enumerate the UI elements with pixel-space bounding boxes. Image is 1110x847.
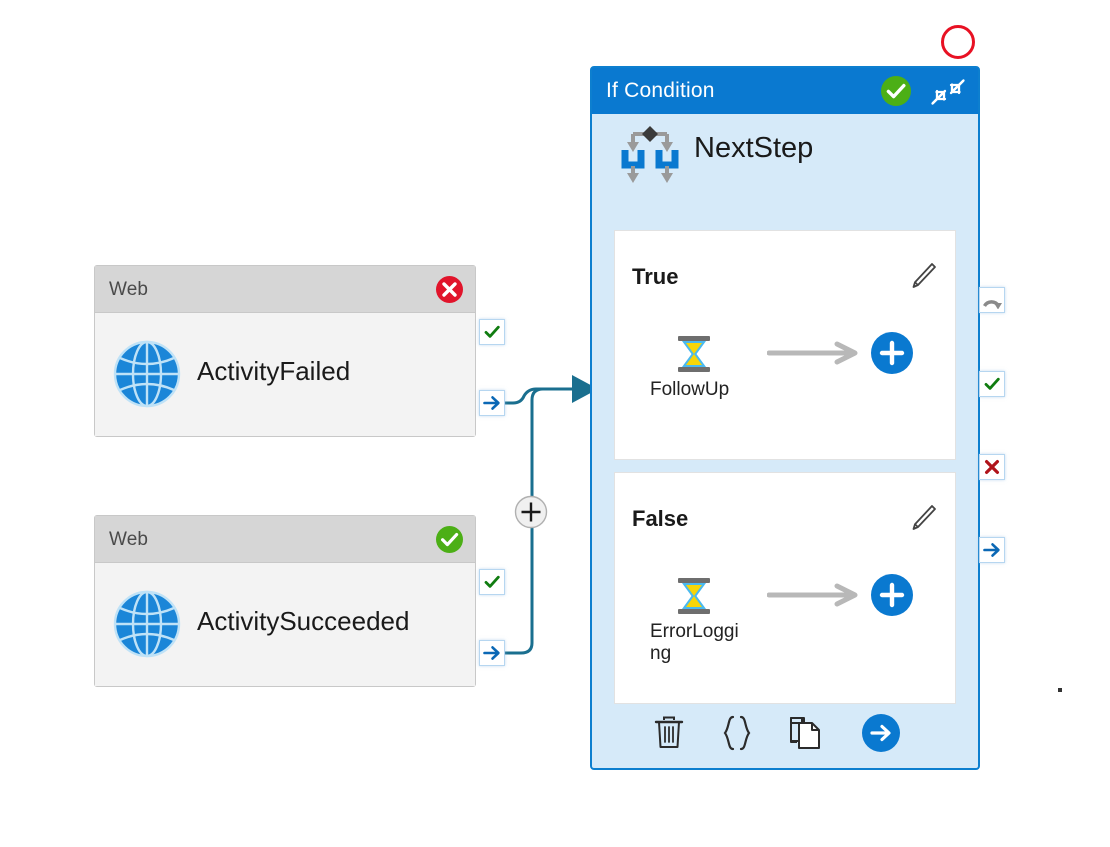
port-on-completion-if-condition[interactable] — [979, 537, 1005, 563]
activity-card-header: Web — [95, 516, 475, 563]
if-condition-card[interactable]: If Condition — [590, 66, 980, 770]
arrow-right-circle-icon — [862, 714, 900, 752]
check-icon — [484, 325, 500, 338]
success-circle-icon — [435, 525, 464, 554]
branch-false[interactable]: False ErrorLogging — [614, 472, 956, 704]
if-condition-header: If Condition — [592, 68, 978, 114]
plus-circle-icon[interactable] — [870, 331, 914, 375]
globe-icon — [112, 339, 182, 409]
port-on-completion-activity-succeeded[interactable] — [479, 640, 505, 666]
success-circle-icon — [880, 75, 912, 107]
branch-split-icon — [617, 120, 683, 186]
port-on-completion-activity-failed[interactable] — [479, 390, 505, 416]
trash-icon — [654, 716, 684, 748]
hourglass-icon — [673, 333, 715, 375]
branch-step-label: ErrorLogging — [650, 621, 739, 665]
port-on-skip-if-condition[interactable] — [979, 287, 1005, 313]
arrow-right-long-icon — [766, 341, 859, 365]
globe-icon — [112, 589, 182, 659]
delete-button[interactable] — [648, 712, 690, 754]
braces-icon — [723, 715, 751, 751]
activity-card-activity-succeeded[interactable]: Web — [94, 515, 476, 687]
dot-marker — [1058, 688, 1062, 692]
red-circle-marker — [941, 25, 975, 59]
activity-name-label: ActivityFailed — [197, 356, 351, 386]
plus-circle-icon[interactable] — [870, 573, 914, 617]
arrow-right-long-icon — [766, 583, 859, 607]
branch-step-label: FollowUp — [650, 379, 730, 400]
next-step-label: NextStep — [694, 132, 814, 164]
clone-button[interactable] — [784, 712, 826, 754]
activity-name-label: ActivitySucceeded — [197, 606, 410, 636]
arrow-right-icon — [983, 543, 1000, 557]
copy-icon — [790, 717, 820, 749]
error-circle-icon — [435, 275, 464, 304]
port-on-success-activity-succeeded[interactable] — [479, 569, 505, 595]
port-on-success-activity-failed[interactable] — [479, 319, 505, 345]
pencil-icon[interactable] — [909, 261, 937, 291]
skip-curve-icon — [983, 300, 1002, 309]
activity-type-label: Web — [109, 529, 149, 550]
check-icon — [984, 377, 1000, 390]
pencil-icon[interactable] — [909, 503, 937, 533]
activity-card-body: ActivitySucceeded — [95, 563, 475, 686]
activity-card-activity-failed[interactable]: Web — [94, 265, 476, 437]
if-condition-next-step: NextStep — [592, 114, 978, 202]
collapse-diagonal-icon[interactable] — [930, 77, 966, 107]
branch-title: False — [632, 506, 689, 531]
activity-card-header: Web — [95, 266, 475, 313]
hourglass-icon — [673, 575, 715, 617]
port-on-failure-if-condition[interactable] — [979, 454, 1005, 480]
arrow-right-icon — [483, 396, 500, 410]
code-button[interactable] — [716, 712, 758, 754]
cross-icon — [985, 460, 999, 474]
if-condition-title: If Condition — [606, 79, 715, 102]
port-on-success-if-condition[interactable] — [979, 371, 1005, 397]
activity-type-label: Web — [109, 279, 149, 300]
activity-card-body: ActivityFailed — [95, 313, 475, 436]
check-icon — [484, 575, 500, 588]
if-condition-toolbar — [592, 702, 978, 764]
arrow-right-icon — [483, 646, 500, 660]
branch-title: True — [632, 264, 679, 289]
plus-node-icon[interactable] — [514, 495, 548, 529]
run-button[interactable] — [860, 712, 902, 754]
branch-true[interactable]: True FollowUp — [614, 230, 956, 460]
